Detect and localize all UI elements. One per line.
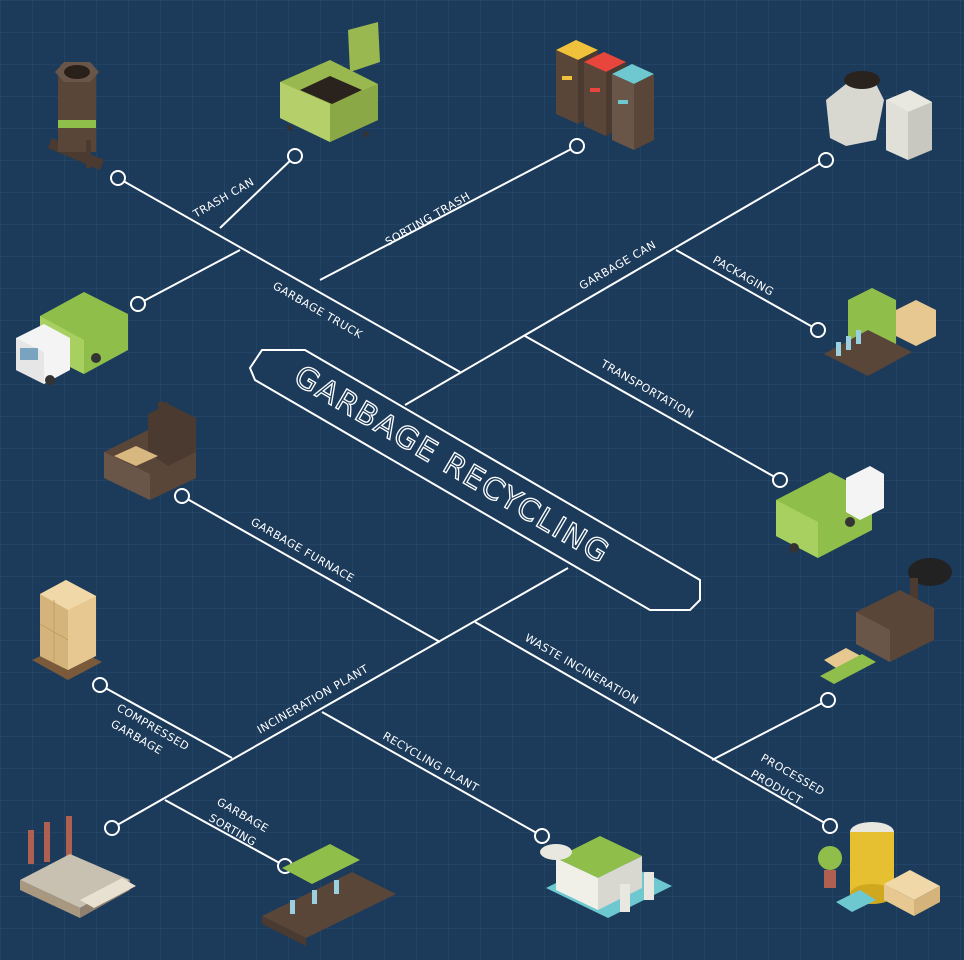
- sorting-bins-icon: [556, 40, 654, 150]
- node-garbage-furnace: [174, 488, 190, 504]
- node-products: [822, 818, 838, 834]
- line-dumpster: [219, 155, 296, 229]
- label-transportation: TRANSPORTATION: [598, 357, 696, 421]
- sorting-conveyor-icon: [262, 844, 396, 946]
- node-garbage-truck: [130, 296, 146, 312]
- dumpster-icon: [280, 22, 380, 142]
- node-sorting-trash: [569, 138, 585, 154]
- node-packaging: [810, 322, 826, 338]
- node-trash-can: [110, 170, 126, 186]
- diagram-title: GARBAGE RECYCLING: [288, 359, 616, 572]
- node-recycling-plant: [534, 828, 550, 844]
- connector-lines: [99, 145, 831, 867]
- processing-factory-icon: [820, 558, 952, 684]
- recycling-plant-icon: [540, 836, 672, 918]
- line-waste-incineration: [474, 621, 831, 827]
- title-badge-outline: [248, 349, 701, 611]
- line-transportation: [524, 335, 781, 481]
- garbage-truck-icon: [16, 292, 128, 385]
- node-transportation: [772, 472, 788, 488]
- line-garbage-can: [404, 159, 827, 406]
- line-garbage-furnace: [181, 495, 441, 643]
- transport-truck-icon: [776, 466, 884, 558]
- line-compressed-garbage: [99, 684, 233, 759]
- node-garbage-can: [818, 152, 834, 168]
- line-processed-product: [711, 699, 829, 761]
- line-incineration-plant: [111, 567, 569, 829]
- line-garbage-sorting: [164, 799, 286, 867]
- line-recycling-plant: [321, 711, 543, 837]
- garbage-furnace-icon: [104, 402, 196, 500]
- node-power-plant: [104, 820, 120, 836]
- garbage-cans-icon: [826, 71, 932, 160]
- endpoint-nodes: [92, 138, 838, 874]
- line-trash-can: [117, 177, 461, 373]
- line-garbage-truck: [137, 249, 241, 305]
- compressed-bales-icon: [32, 580, 102, 680]
- label-waste-incineration: WASTE INCINERATION: [523, 631, 641, 707]
- labels: TRASH CAN SORTING TRASH GARBAGE CAN PACK…: [109, 175, 827, 849]
- node-processed-product: [820, 692, 836, 708]
- power-plant-icon: [20, 816, 136, 918]
- node-dumpster: [287, 148, 303, 164]
- label-incineration-plant: INCINERATION PLANT: [255, 662, 371, 736]
- line-sorting-trash: [319, 145, 578, 281]
- line-packaging: [675, 249, 819, 331]
- label-trash-can: TRASH CAN: [190, 175, 256, 221]
- recycled-products-icon: [818, 822, 940, 916]
- packaging-conveyor-icon: [824, 288, 936, 376]
- title-badge: GARBAGE RECYCLING: [248, 349, 701, 611]
- label-sorting-trash: SORTING TRASH: [383, 189, 473, 248]
- node-compressed-garbage: [92, 677, 108, 693]
- trash-bin-tower-icon: [48, 62, 104, 170]
- label-recycling-plant: RECYCLING PLANT: [381, 729, 481, 795]
- label-garbage-furnace: GARBAGE FURNACE: [249, 515, 357, 585]
